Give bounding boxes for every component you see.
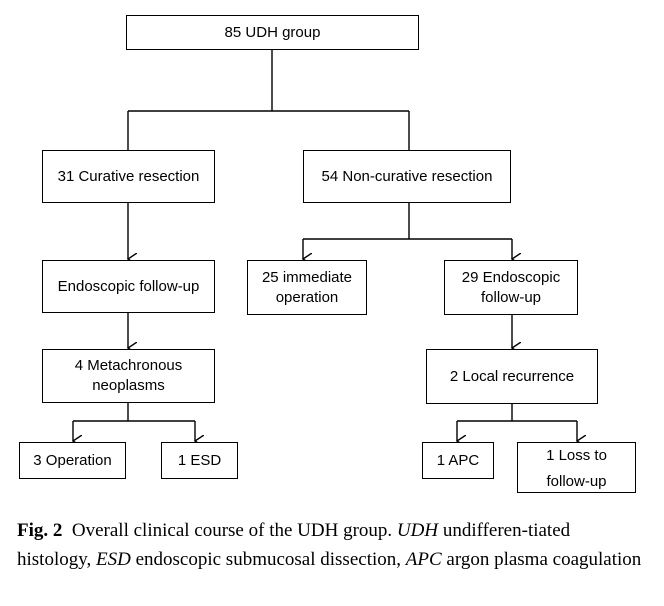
node-operation-label: 3 Operation [33,451,112,469]
node-esd: 1 ESD [161,442,238,479]
caption-term-apc: APC [405,549,442,570]
caption-term-esd: ESD [96,549,131,570]
node-endoscopic-followup-left-label: Endoscopic follow-up [57,277,200,295]
node-curative-resection-label: 31 Curative resection [57,167,200,185]
node-noncurative-resection-label: 54 Non-curative resection [321,167,493,185]
node-endoscopic-followup-right: 29 Endoscopic follow-up [444,260,578,315]
caption-term-udh: UDH [396,520,439,541]
node-local-recurrence-label: 2 Local recurrence [449,367,575,385]
node-loss-to-followup: 1 Loss to follow-up [517,442,636,493]
node-apc: 1 APC [422,442,494,479]
node-udh-group-label: 85 UDH group [224,23,321,41]
node-noncurative-resection: 54 Non-curative resection [303,150,511,203]
node-esd-label: 1 ESD [177,451,222,469]
node-metachronous-neoplasms: 4 Metachronous neoplasms [42,349,215,403]
caption-text-1: Overall clinical course of the UDH group… [71,520,397,541]
caption-text-3: endoscopic submucosal dissection, [130,549,406,570]
node-operation: 3 Operation [19,442,126,479]
node-endoscopic-followup-right-label: 29 Endoscopic follow-up [461,268,561,306]
node-endoscopic-followup-left: Endoscopic follow-up [42,260,215,313]
caption-label: Fig. 2 [17,520,63,541]
node-apc-label: 1 APC [436,451,480,469]
caption-text-4: argon plasma coagulation [441,549,642,570]
node-metachronous-neoplasms-label: 4 Metachronous neoplasms [74,357,183,394]
node-loss-to-followup-label: 1 Loss to follow-up [546,447,607,490]
connector-lines [0,49,664,510]
node-immediate-operation-label: 25 immediate operation [261,268,353,306]
caption-text-2: undifferen-tiated histology, [17,520,571,570]
node-udh-group: 85 UDH group [126,15,419,50]
node-curative-resection: 31 Curative resection [42,150,215,203]
figure-caption: Fig. 2 Overall clinical course of the UD… [17,516,649,574]
node-local-recurrence: 2 Local recurrence [426,349,598,404]
node-immediate-operation: 25 immediate operation [247,260,367,315]
